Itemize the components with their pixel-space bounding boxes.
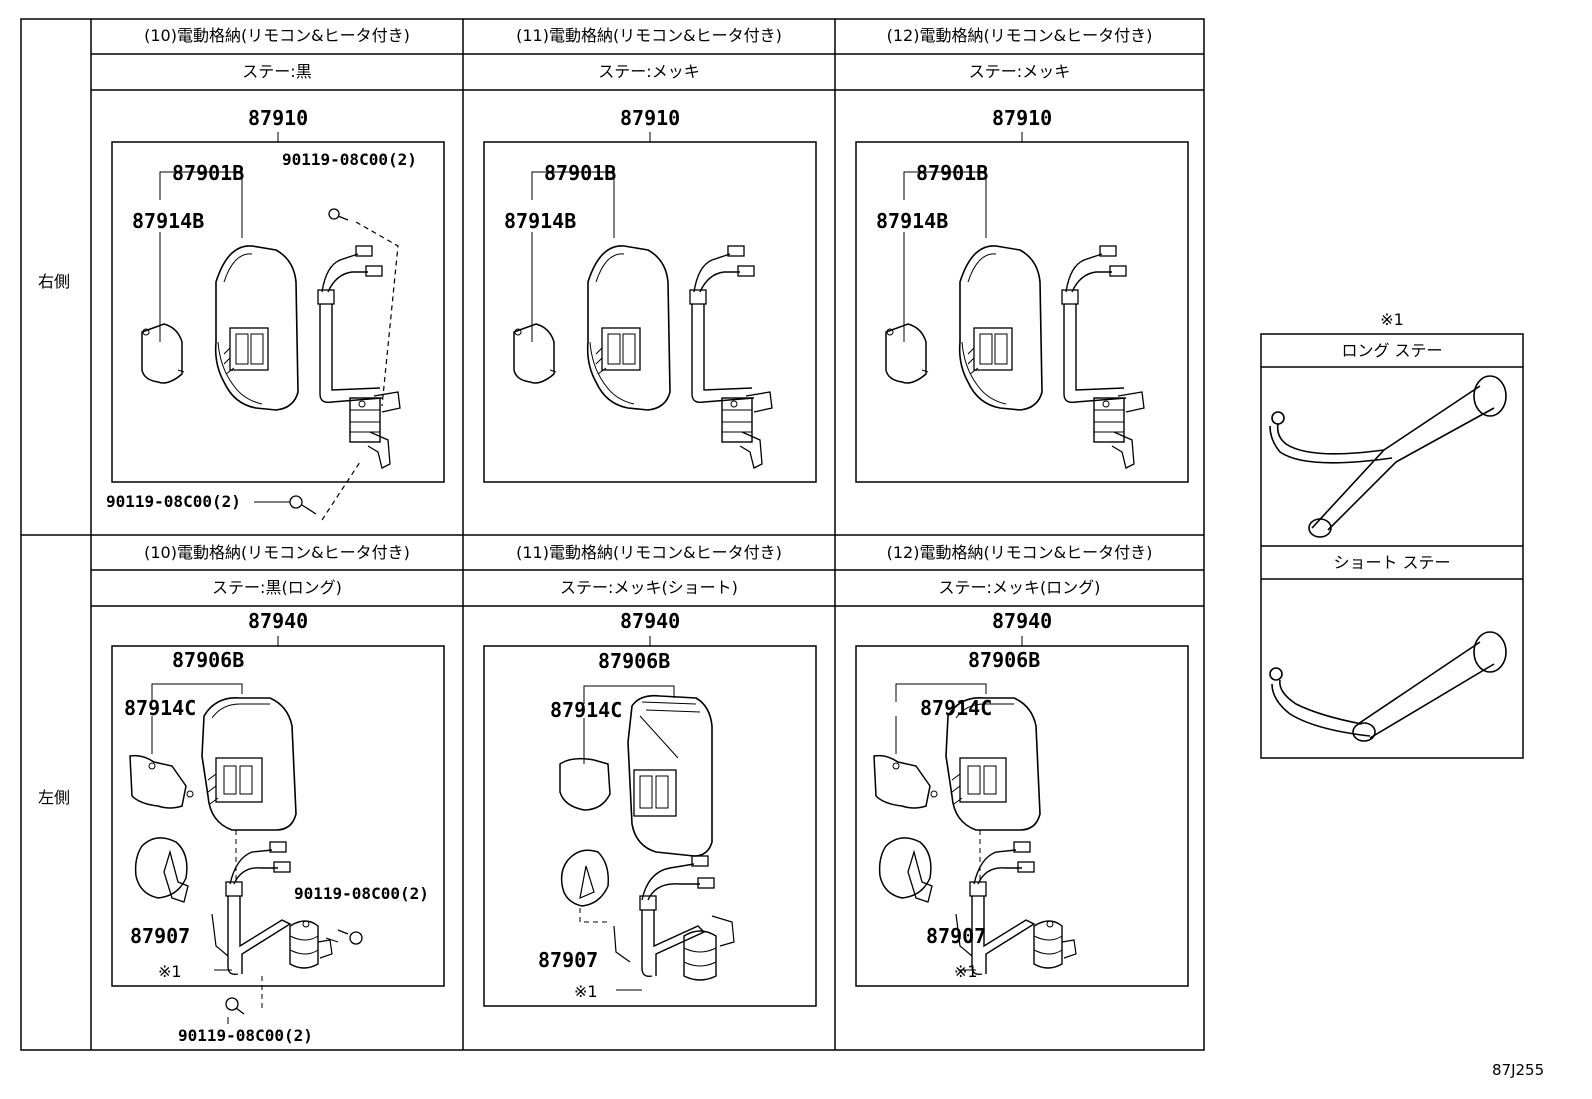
right-cover-10: 87914B xyxy=(132,209,205,233)
right-side-label: 右側 xyxy=(38,272,71,291)
right-housing-10: 87901B xyxy=(172,161,245,185)
left-screw-lower: 90119-08C00(2) xyxy=(178,1026,313,1045)
left-side-label: 左側 xyxy=(38,788,71,807)
left-ref-12: ※1 xyxy=(954,962,978,981)
left-stay-10: ステー:黒(ロング) xyxy=(212,578,342,597)
left-mirror-12: 87907 xyxy=(926,924,987,948)
left-assy-11: 87940 xyxy=(620,609,681,633)
left-cover-10: 87914C xyxy=(124,696,197,720)
right-stay-10: ステー:黒 xyxy=(242,62,312,81)
left-mirror-11: 87907 xyxy=(538,948,599,972)
left-spec-12: (12)電動格納(リモコン&ヒータ付き) xyxy=(886,543,1153,562)
left-cover-12: 87914C xyxy=(920,696,993,720)
right-stay-11: ステー:メッキ xyxy=(598,62,700,81)
right-housing-11: 87901B xyxy=(544,161,617,185)
left-spec-10: (10)電動格納(リモコン&ヒータ付き) xyxy=(144,543,410,562)
left-screw-side: 90119-08C00(2) xyxy=(294,884,429,903)
left-mirror-10: 87907 xyxy=(130,924,191,948)
left-assy-12: 87940 xyxy=(992,609,1053,633)
right-housing-12: 87901B xyxy=(916,161,989,185)
right-screw-upper: 90119-08C00(2) xyxy=(282,150,417,169)
right-screw-lower: 90119-08C00(2) xyxy=(106,492,241,511)
right-cover-11: 87914B xyxy=(504,209,577,233)
left-housing-11: 87906B xyxy=(598,649,671,673)
right-spec-12: (12)電動格納(リモコン&ヒータ付き) xyxy=(886,26,1153,45)
right-assy-12: 87910 xyxy=(992,106,1053,130)
left-spec-11: (11)電動格納(リモコン&ヒータ付き) xyxy=(516,543,782,562)
diagram-code: 87J255 xyxy=(1492,1061,1545,1079)
right-spec-11: (11)電動格納(リモコン&ヒータ付き) xyxy=(516,26,782,45)
note-ref-mark: ※1 xyxy=(1380,310,1404,329)
right-spec-10: (10)電動格納(リモコン&ヒータ付き) xyxy=(144,26,410,45)
left-stay-12: ステー:メッキ(ロング) xyxy=(938,578,1101,597)
left-housing-12: 87906B xyxy=(968,648,1041,672)
left-cover-11: 87914C xyxy=(550,698,623,722)
note-long-stay-label: ロング ステー xyxy=(1341,341,1443,360)
left-housing-10: 87906B xyxy=(172,648,245,672)
right-cover-12: 87914B xyxy=(876,209,949,233)
left-stay-11: ステー:メッキ(ショート) xyxy=(560,578,738,597)
left-ref-10: ※1 xyxy=(158,962,182,981)
right-assy-10: 87910 xyxy=(248,106,309,130)
left-assy-10: 87940 xyxy=(248,609,309,633)
right-stay-12: ステー:メッキ xyxy=(968,62,1071,81)
left-ref-11: ※1 xyxy=(574,982,598,1001)
right-assy-11: 87910 xyxy=(620,106,681,130)
note-short-stay-label: ショート ステー xyxy=(1333,553,1451,572)
